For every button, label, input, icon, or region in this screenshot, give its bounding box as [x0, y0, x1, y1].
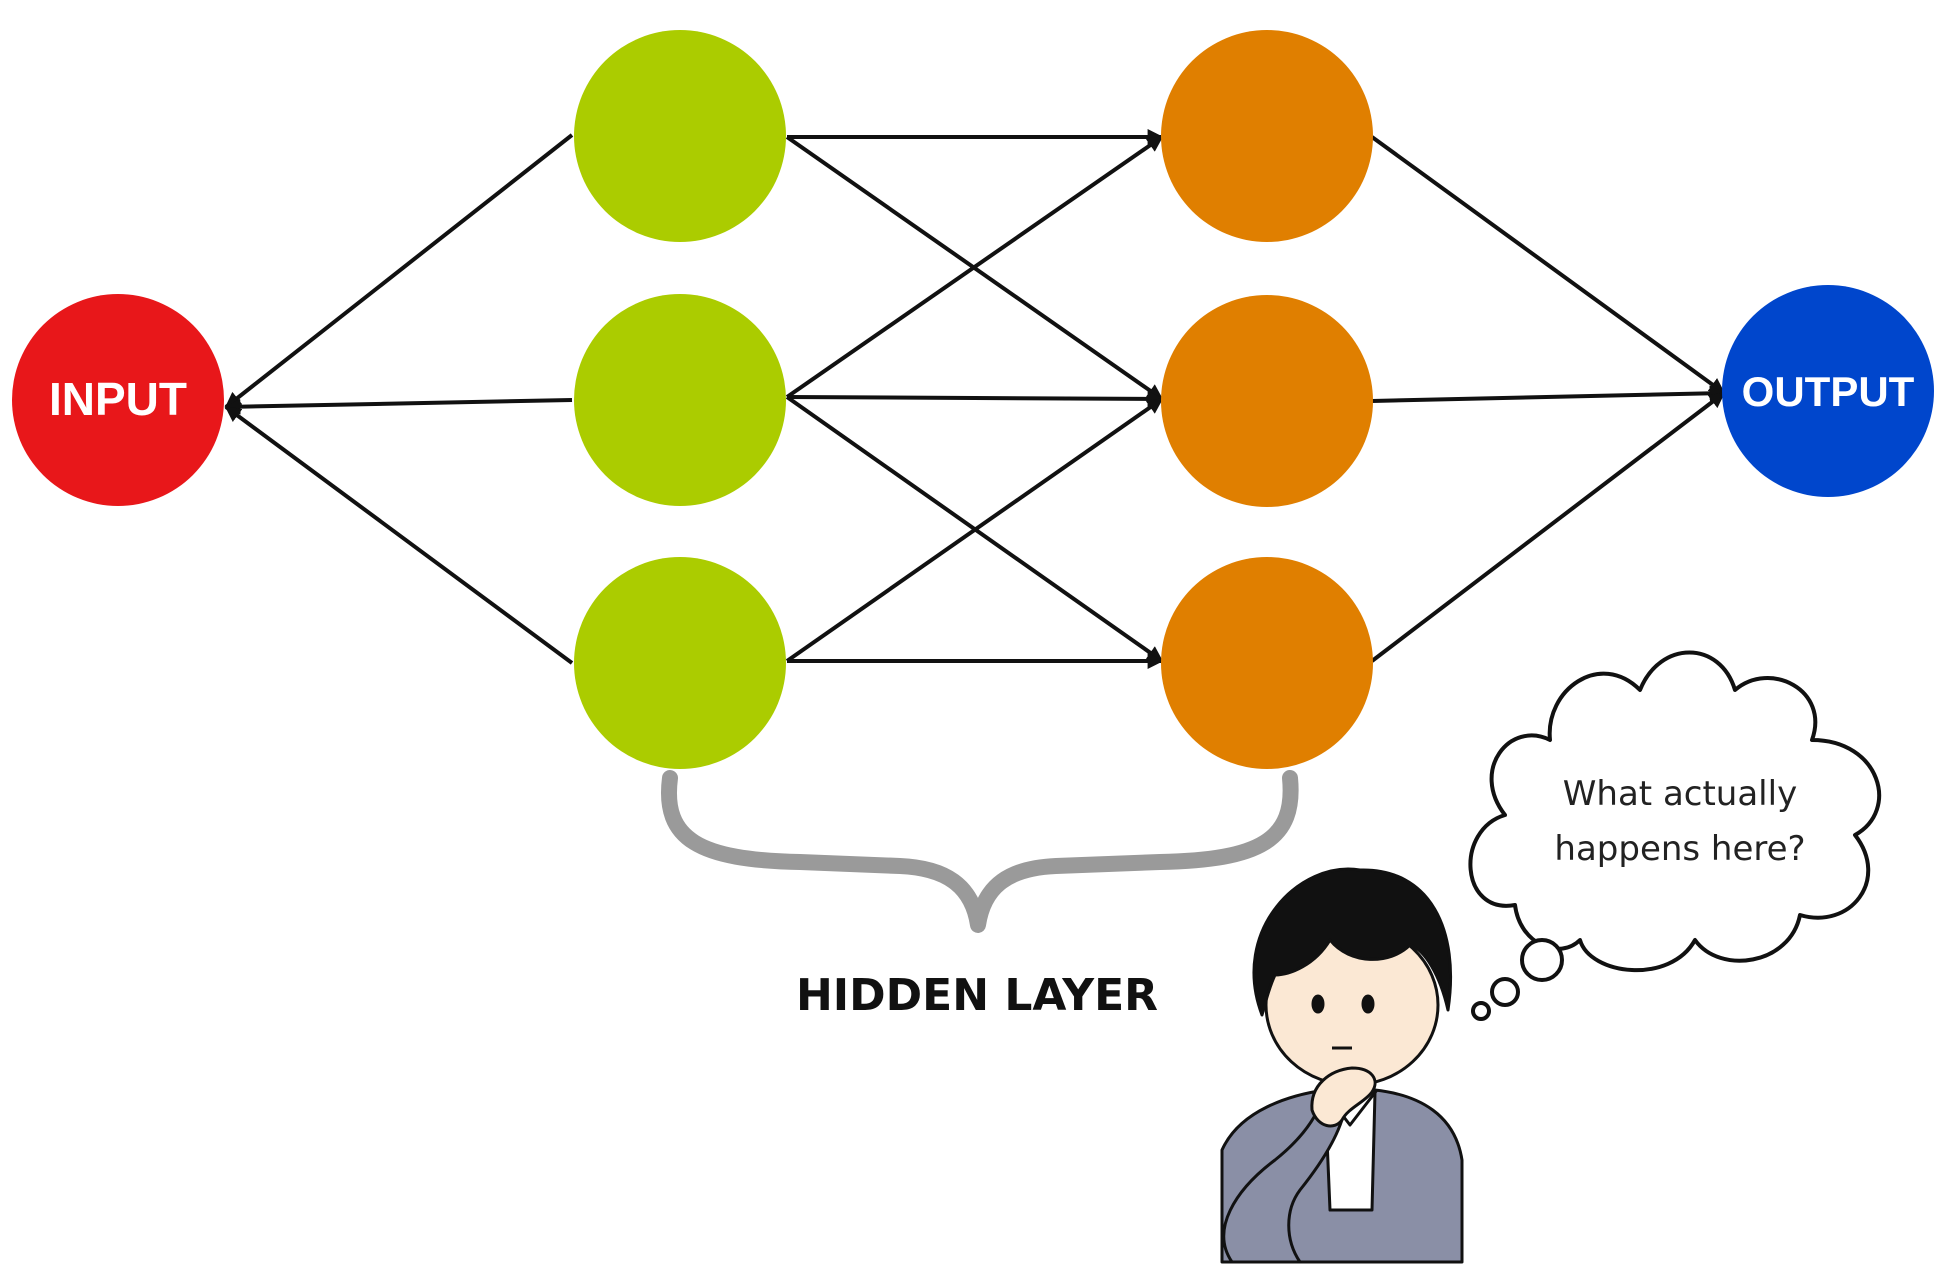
thought-dot-large [1520, 938, 1564, 982]
hidden-layer-brace [661, 770, 1299, 933]
edge-h1b-input [224, 398, 573, 415]
input-node-circle [12, 294, 224, 506]
hidden2-node-middle [1161, 295, 1373, 507]
hidden-layer-2 [1161, 30, 1373, 769]
input-node-label: INPUT [49, 373, 187, 425]
output-node-label: OUTPUT [1742, 368, 1915, 415]
hidden1-node-top [574, 30, 786, 242]
hidden2-node-top [1161, 30, 1373, 242]
thought-text-line1: What actually [1563, 774, 1797, 814]
edge-h2b-output [1371, 385, 1726, 403]
hidden1-node-middle [574, 294, 786, 506]
output-node-circle [1722, 285, 1934, 497]
hidden1-node-bottom [574, 557, 786, 769]
thought-text-line2: happens here? [1554, 829, 1805, 869]
edges-to-output [1370, 135, 1726, 663]
edge-h2c-output [1370, 391, 1726, 663]
thought-cloud [1468, 650, 1882, 973]
edge-h1c-h2b [785, 397, 1164, 663]
person-eye-left [1311, 994, 1325, 1014]
hidden2-node-bottom [1161, 557, 1373, 769]
hidden-layer-1 [574, 30, 786, 769]
thought-dot-medium [1490, 977, 1520, 1007]
edge-h1c-input [224, 405, 574, 665]
edge-h1b-h2a [785, 135, 1164, 399]
thought-bubble-icon: What actually happens here? [1468, 650, 1882, 1021]
edges-to-input [224, 133, 574, 665]
edges-hidden1-hidden2 [785, 129, 1164, 669]
input-node: INPUT [12, 294, 224, 506]
person-hand [1310, 1066, 1377, 1128]
edge-h1b-h2b [786, 390, 1164, 407]
person-hair [1252, 867, 1453, 1017]
output-node: OUTPUT [1722, 285, 1934, 497]
edge-h2a-output [1370, 135, 1726, 395]
edge-h1a-input [224, 133, 574, 409]
person-eye-right [1361, 994, 1375, 1014]
thought-dot-small [1471, 1001, 1491, 1021]
hidden-layer-label: HIDDEN LAYER [796, 970, 1158, 1021]
thinking-person-icon [1220, 867, 1464, 1264]
